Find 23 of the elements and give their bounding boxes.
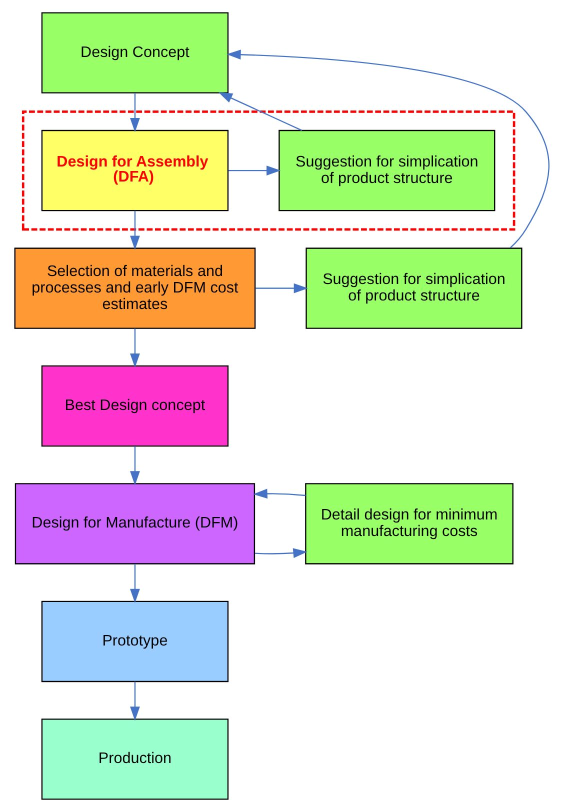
cluster	[22, 110, 516, 231]
node-box: Design for Manufacture (DFM)	[14, 483, 256, 564]
arrow	[218, 92, 302, 131]
node-box: Detail design for minimum manufacturing costs	[305, 483, 514, 564]
arrow	[228, 166, 281, 176]
arrow	[130, 682, 140, 721]
node-box: Prototype	[41, 600, 229, 682]
node-box: Best Design concept	[41, 365, 229, 447]
arrow	[226, 50, 550, 248]
arrow	[253, 488, 306, 499]
arrow	[255, 283, 308, 294]
arrow	[130, 564, 140, 604]
arrow	[130, 328, 140, 368]
node-box: Suggestion for simplication of product structure	[306, 248, 522, 329]
arrow	[254, 548, 308, 558]
node-box: Selection of materials and processes and early DFM cost estimates	[14, 248, 256, 329]
arrow	[130, 210, 140, 250]
arrow	[130, 93, 140, 132]
node-box: Production	[41, 718, 229, 800]
node-box: Suggestion for simplication of product structure	[278, 130, 496, 212]
node-box: Design for Assembly (DFA)	[41, 130, 229, 212]
arrow	[130, 446, 140, 486]
node-box: Design Concept	[41, 12, 229, 94]
